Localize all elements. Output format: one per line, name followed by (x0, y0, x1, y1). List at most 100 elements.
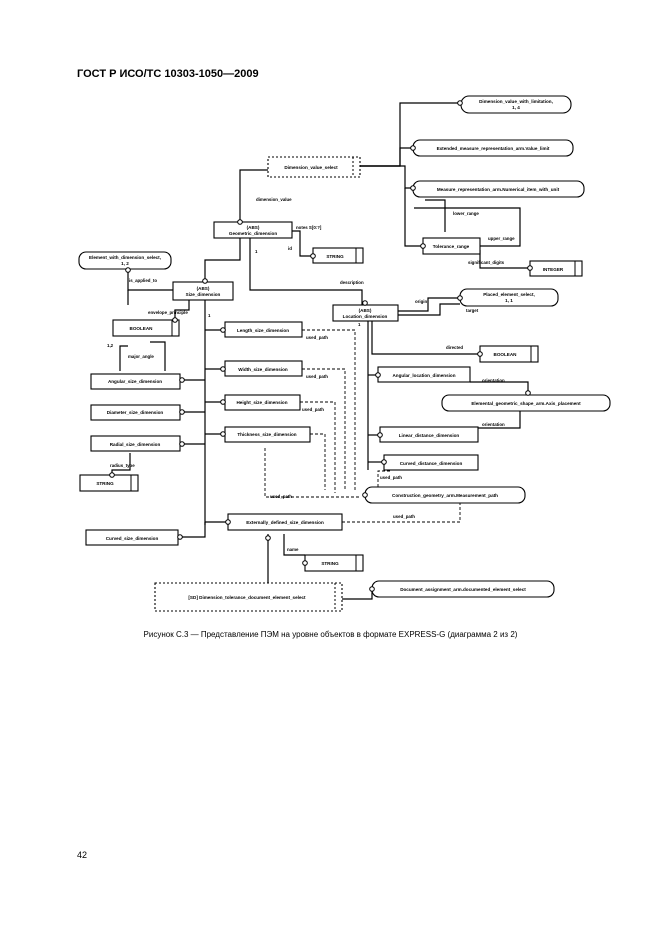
circle-dsd (179, 409, 185, 415)
label-bool1: BOOLEAN (130, 326, 154, 331)
circle-ald (375, 372, 381, 378)
label-mrvr: Measure_representation_arm.Numerical_ite… (437, 187, 560, 192)
label-dtdes: [SD] Dimension_tolerance_document_elemen… (188, 595, 306, 600)
rel-one-c: 1 (358, 322, 361, 327)
line-asd-bool2 (150, 341, 166, 371)
label-dvwl-2: 1, 4 (512, 105, 520, 110)
label-int: INTEGER (543, 267, 564, 272)
rel-used-path-6: used_path (393, 514, 415, 519)
label-dvwl-1: Dimension_value_with_limitation, (479, 99, 553, 104)
label-wsd: Width_size_dimension (238, 367, 288, 372)
page-number: 42 (77, 850, 88, 860)
circle-lindd (377, 432, 383, 438)
label-gd-1: (ABS) (247, 225, 260, 230)
line-gd-ld (249, 237, 363, 305)
box-egs (441, 394, 611, 412)
rel-one-d: 1,2 (107, 343, 114, 348)
figure-caption: Рисунок C.3 — Представление ПЭМ на уровн… (143, 630, 518, 639)
circle-tsd (220, 431, 226, 437)
circle-hsd (220, 399, 226, 405)
circle-dvwl (457, 100, 463, 106)
circle-tr (420, 243, 426, 249)
rel-one-b: 1 (208, 313, 211, 318)
line-gd-sd (204, 237, 241, 279)
label-dvs: Dimension_value_select (284, 165, 338, 170)
rel-upper-range: upper_range (488, 236, 515, 241)
rel-major-angle: major_angle (128, 354, 154, 359)
line-sd-bool1 (174, 300, 190, 320)
rel-notes: notes S[0:?] (296, 225, 322, 230)
circle-mrvr (410, 185, 416, 191)
line-trunk-csd (180, 522, 206, 538)
line-lindd-egs (478, 410, 521, 429)
circle-str1 (310, 253, 316, 259)
label-emr: Extended_measure_representation_arm.Valu… (437, 146, 550, 151)
dash-left-cgm (264, 448, 360, 498)
label-dsd: Diameter_size_dimension (107, 410, 164, 415)
circle-lsd (220, 327, 226, 333)
label-sd-1: (ABS) (197, 286, 210, 291)
rel-envelope-principle: envelope_principle (148, 310, 188, 315)
rel-name: name (287, 547, 299, 552)
circle-str3 (302, 560, 308, 566)
circle-edsd (225, 519, 231, 525)
circle-asd (179, 377, 185, 383)
line-tr-lower (425, 199, 446, 232)
box-dtdes (154, 582, 343, 612)
label-ld-2: Location_dimension (343, 314, 388, 319)
label-ewds-1: Element_with_dimension_select, (89, 255, 161, 260)
label-ewds-2: 1, 2 (121, 261, 129, 266)
rel-description: description (340, 280, 364, 285)
page-header: ГОСТ Р ИСО/ТС 10303-1050—2009 (77, 68, 259, 80)
label-egs: Elemental_geometric_shape_arm.Axis_place… (471, 401, 581, 406)
label-edsd: Externally_defined_size_dimension (246, 520, 324, 525)
rel-significant-digits: significant_digits (468, 260, 505, 265)
line-tr-int (479, 250, 530, 269)
box-dvs (267, 156, 361, 178)
label-dares: Document_assignment_arm.documented_eleme… (400, 587, 526, 592)
rel-dimension-value: dimension_value (256, 197, 292, 202)
label-str3: STRING (321, 561, 339, 566)
circle-str2 (109, 472, 115, 478)
label-str1: STRING (326, 254, 344, 259)
label-sd-2: Size_dimension (186, 292, 221, 297)
label-lindd: Linear_distance_dimension (399, 433, 460, 438)
rel-used-path-4: used_path (380, 475, 402, 480)
line-ld-bool (371, 321, 480, 355)
line-ld-pes (398, 297, 460, 312)
rel-orientation-1: orientation (482, 378, 505, 383)
circle-egs (525, 390, 531, 396)
dash-lsd-cgm (302, 329, 356, 490)
line-dvs-mrvr (360, 165, 413, 189)
circle-dares (369, 586, 375, 592)
label-tsd: Thickness_size_dimension (237, 432, 296, 437)
rel-directed: directed (446, 345, 463, 350)
line-dtdes-dares (342, 588, 373, 600)
circle-ewds (125, 267, 131, 273)
label-str2: STRING (96, 481, 114, 486)
circle-dvs (237, 219, 243, 225)
rel-target: target (466, 308, 479, 313)
rel-one-a: 1 (255, 249, 258, 254)
circle-wsd (220, 366, 226, 372)
label-hsd: Height_size_dimension (236, 400, 287, 405)
circle-pes (457, 295, 463, 301)
circle-dtdes (265, 535, 271, 541)
dash-hsd-cgm (300, 401, 336, 493)
label-tr: Tolerance_range (433, 244, 470, 249)
circle-cdd (381, 459, 387, 465)
label-pes-2: 1, 1 (505, 298, 513, 303)
box-gd (213, 221, 293, 239)
line-dvs-emr (360, 147, 413, 167)
rel-radius-type: radius_type (110, 463, 135, 468)
line-ld-pes-t (398, 303, 460, 316)
dash-edsd-cgm (342, 500, 461, 523)
label-csd: Curved_size_dimension (106, 536, 159, 541)
dash-tsd-cgm (310, 433, 326, 490)
line-edsd-str3 (283, 534, 305, 556)
box-sd (172, 281, 234, 301)
label-cdd: Curved_distance_dimension (400, 461, 463, 466)
rel-orientation-2: orientation (482, 422, 505, 427)
line-gd-str1 (292, 230, 313, 257)
